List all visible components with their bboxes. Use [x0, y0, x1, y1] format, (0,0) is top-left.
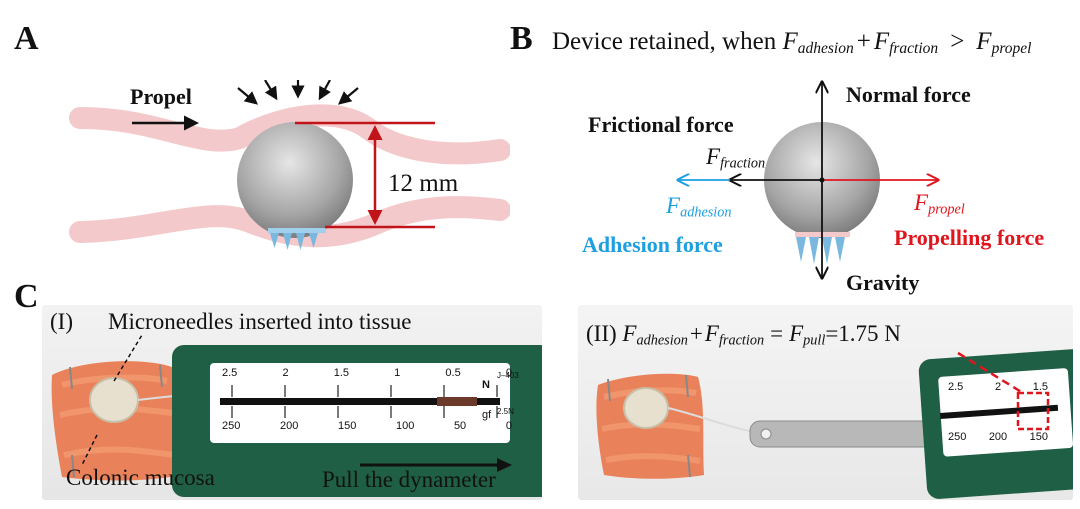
- tick-bottom-0: 250: [222, 420, 241, 432]
- capsule-photo-2: [623, 387, 669, 429]
- scale-unit-n: N: [482, 379, 490, 391]
- tissue-top: [69, 104, 510, 165]
- tick-bottom-2: 150: [337, 420, 357, 432]
- eq-f2: F: [704, 321, 719, 346]
- microneedles: [268, 228, 326, 250]
- f-fraction-label: Ffraction: [706, 144, 765, 173]
- tick-bottom-3: 100: [395, 420, 415, 432]
- tick-bottom-1: 200: [279, 420, 299, 432]
- f-fraction-sub: fraction: [720, 155, 766, 172]
- tick-top-0: 2.5: [222, 367, 238, 379]
- title-f1-sub: adhesion: [797, 39, 854, 57]
- pressure-arrows: [237, 80, 359, 105]
- tag-ii-text: (II): [586, 321, 617, 346]
- reading-highlight: [1016, 391, 1050, 431]
- tick2-top-1: 2: [994, 381, 1002, 393]
- title-f3-sub: propel: [991, 39, 1032, 57]
- tick-top-3: 1: [394, 367, 401, 379]
- adhesion-force-label: Adhesion force: [582, 232, 723, 257]
- tick2-bottom-0: 250: [948, 431, 967, 443]
- microneedles-label: Microneedles inserted into tissue: [108, 309, 412, 334]
- scale-unit-gf: gf: [482, 409, 492, 421]
- panel-b-title: Device retained, when Fadhesion+Ffractio…: [552, 28, 1031, 58]
- title-gt: >: [950, 28, 965, 55]
- capsule-sphere: [237, 122, 353, 238]
- photo-i: 2.5 2 1.5 1 0.5 0 250 200 150 100 50 0 N…: [42, 305, 542, 500]
- eq-f3: F: [789, 321, 804, 346]
- scale-top-ticks: 2.5 2 1.5 1 0.5 0: [222, 367, 512, 379]
- tick2-top-0: 2.5: [948, 381, 964, 393]
- eq-f3-sub: pull: [803, 332, 826, 349]
- scale2-top-ticks: 2.5 2 1.5: [948, 381, 1048, 393]
- normal-force-label: Normal force: [846, 82, 971, 107]
- f-adhesion-symbol: F: [666, 193, 681, 218]
- eq-f1: F: [622, 321, 637, 346]
- scale-model: J–403: [497, 371, 519, 380]
- capsule-photo: [89, 377, 139, 423]
- frictional-force-label: Frictional force: [588, 112, 734, 137]
- title-f1: F: [782, 28, 798, 55]
- panel-b-letter: B: [510, 20, 533, 57]
- tick-marks: [231, 385, 498, 418]
- eq-f2-sub: fraction: [718, 332, 765, 349]
- f-adhesion-label: Fadhesion: [666, 193, 732, 222]
- scale-bottom-ticks: 250 200 150 100 50 0: [222, 420, 512, 432]
- title-f2-sub: fraction: [889, 39, 939, 57]
- title-plus: +: [856, 28, 871, 55]
- tick-top-1: 2: [282, 367, 289, 379]
- tick-bottom-5: 0: [505, 420, 512, 432]
- tick2-top-2: 1.5: [1032, 381, 1048, 393]
- panel-c-tag-i: (I): [50, 309, 73, 334]
- scale-range: 2.5N: [497, 407, 514, 416]
- panel-b-diagram: [660, 75, 960, 295]
- f-propel-sub: propel: [928, 201, 965, 218]
- title-f3: F: [976, 28, 992, 55]
- photo-ii: 2.5 2 1.5 250 200 150 (II) Fadhesion+Ffr…: [578, 305, 1073, 500]
- propel-label: Propel: [130, 84, 192, 109]
- eq-equals: =: [770, 321, 784, 346]
- f-fraction-symbol: F: [706, 144, 721, 169]
- size-label: 12 mm: [388, 170, 459, 197]
- panel-c-tag-ii: (II) Fadhesion+Ffraction=Fpull=1.75 N: [586, 321, 901, 350]
- title-f2: F: [873, 28, 890, 55]
- eq-plus: +: [689, 321, 703, 346]
- pull-dynameter-label: Pull the dynameter: [322, 467, 496, 492]
- f-propel-label: Fpropel: [914, 190, 965, 219]
- tick-top-4: 0.5: [445, 367, 461, 379]
- gravity-label: Gravity: [846, 270, 920, 295]
- f-adhesion-sub: adhesion: [680, 204, 732, 221]
- eq-f1-sub: adhesion: [636, 332, 688, 349]
- tick-bottom-4: 50: [453, 420, 467, 432]
- metal-bar: [749, 420, 951, 448]
- scale2-bottom-ticks: 250 200 150: [948, 431, 1048, 443]
- tick-top-5: 0: [505, 367, 512, 379]
- propelling-force-label: Propelling force: [894, 225, 1045, 250]
- photo-i-art: [51, 334, 542, 497]
- title-prefix: Device retained, when: [552, 28, 783, 55]
- panel-a-diagram: [69, 80, 510, 250]
- tick-top-2: 1.5: [333, 367, 349, 379]
- f-propel-symbol: F: [914, 190, 929, 215]
- panel-a-letter: A: [14, 20, 39, 57]
- colonic-mucosa-label: Colonic mucosa: [66, 465, 215, 490]
- tick2-bottom-1: 200: [988, 431, 1008, 443]
- colonic-leader: [81, 434, 98, 466]
- tick2-bottom-2: 150: [1029, 431, 1048, 443]
- photo-ii-art: [596, 348, 1073, 499]
- microneedle-leader: [113, 334, 143, 382]
- b-needles: [796, 237, 845, 264]
- panel-c-letter: C: [14, 278, 39, 315]
- eq-value: =1.75 N: [825, 321, 901, 346]
